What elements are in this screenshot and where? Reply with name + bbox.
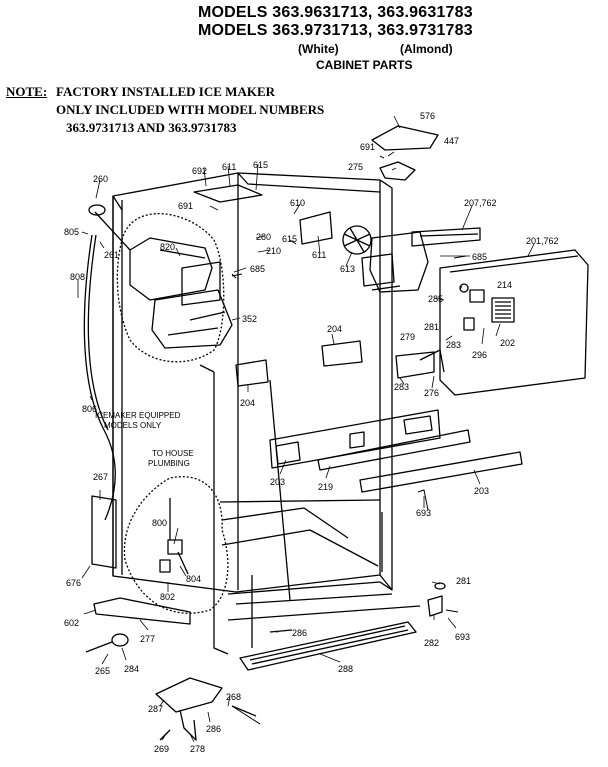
part-label: 276: [424, 388, 439, 398]
part-label: 691: [360, 142, 375, 152]
note-line-1: FACTORY INSTALLED ICE MAKER: [56, 84, 276, 99]
part-label: 268: [226, 692, 241, 702]
part-label: 611: [312, 250, 326, 260]
part-label: 265: [95, 666, 110, 676]
part-label: 282: [424, 638, 439, 648]
plumbing-caption-line-1: TO HOUSE: [152, 449, 194, 458]
part-label: 269: [154, 744, 169, 754]
part-label: 267: [93, 472, 108, 482]
part-label: 447: [444, 136, 459, 146]
part-label: 202: [500, 338, 515, 348]
brackets-283: [395, 349, 445, 379]
part-label: 207,762: [464, 198, 497, 208]
part-label: 611: [222, 162, 236, 172]
part-label: 281: [424, 322, 439, 332]
panel-267: [91, 495, 117, 569]
part-label: 693: [416, 508, 431, 518]
water-line-tube: [83, 234, 117, 521]
part-label: 286: [292, 628, 307, 638]
icemaker-caption-line-2: MODELS ONLY: [104, 421, 162, 430]
part-label: 283: [446, 340, 461, 350]
note-line-2: ONLY INCLUDED WITH MODEL NUMBERS: [56, 102, 325, 117]
white-label: (White): [298, 42, 339, 56]
note-line-3: 363.9731713 AND 363.9731783: [66, 120, 237, 135]
lower-parts: [85, 582, 446, 741]
part-label: 278: [190, 744, 205, 754]
part-label: 284: [124, 664, 139, 674]
part-label: 203: [270, 477, 285, 487]
part-label: 576: [420, 111, 435, 121]
part-label: 288: [338, 664, 353, 674]
icemaker-outline: [116, 213, 225, 363]
part-labels: 576 447 691 275 692 611 615 691 610 280 …: [64, 111, 559, 754]
part-label: 806: [82, 404, 97, 414]
note-prefix: NOTE:: [6, 84, 48, 99]
part-label: 610: [290, 198, 305, 208]
part-label: 296: [472, 350, 487, 360]
part-label: 685: [250, 264, 265, 274]
part-label: 287: [148, 704, 163, 714]
part-label: 685: [472, 252, 487, 262]
icemaker-caption-line-1: ICEMAKER EQUIPPED: [95, 411, 181, 420]
part-label: 805: [64, 227, 79, 237]
leader-lines: [77, 115, 535, 743]
part-label: 676: [66, 578, 81, 588]
plumbing-caption-line-2: PLUMBING: [148, 459, 190, 468]
models-line-2: MODELS 363.9731713, 363.9731783: [198, 22, 473, 39]
part-label: 201,762: [526, 236, 559, 246]
part-label: 277: [140, 634, 155, 644]
part-label: 280: [256, 232, 271, 242]
icemaker-assembly: [88, 204, 233, 349]
part-label: 820: [160, 242, 175, 252]
control-assembly: [193, 184, 481, 293]
part-label: 602: [64, 618, 79, 628]
part-label: 204: [240, 398, 255, 408]
rails: [269, 409, 523, 493]
models-line-1: MODELS 363.9631713, 363.9631783: [198, 4, 473, 21]
almond-label: (Almond): [400, 42, 453, 56]
part-label: 279: [400, 332, 415, 342]
part-label: 210: [266, 246, 281, 256]
cabinet-shell: [112, 172, 421, 655]
control-cover: [439, 249, 589, 396]
part-label: 203: [474, 486, 489, 496]
page-subtitle: CABINET PARTS: [316, 58, 413, 72]
part-label: 285: [428, 294, 443, 304]
part-label: 219: [318, 482, 333, 492]
part-label: 800: [152, 518, 167, 528]
part-label: 260: [93, 174, 108, 184]
top-cover-447: [371, 125, 439, 181]
part-label: 802: [160, 592, 175, 602]
screws: [231, 155, 467, 725]
part-label: 204: [327, 324, 342, 334]
part-label: 804: [186, 574, 201, 584]
part-label: 615: [282, 234, 297, 244]
part-label: 261: [104, 250, 119, 260]
part-label: 281: [456, 576, 471, 586]
brackets-204: [235, 340, 363, 387]
part-label: 352: [242, 314, 257, 324]
part-label: 692: [192, 166, 207, 176]
part-label: 214: [497, 280, 512, 290]
part-label: 275: [348, 162, 363, 172]
part-label: 286: [206, 724, 221, 734]
part-label: 615: [253, 160, 268, 170]
part-label: 613: [340, 264, 355, 274]
water-valve-region: [123, 476, 229, 614]
part-label: 808: [70, 272, 85, 282]
part-label: 283: [394, 382, 409, 392]
part-label: 693: [455, 632, 470, 642]
part-label: 691: [178, 201, 193, 211]
